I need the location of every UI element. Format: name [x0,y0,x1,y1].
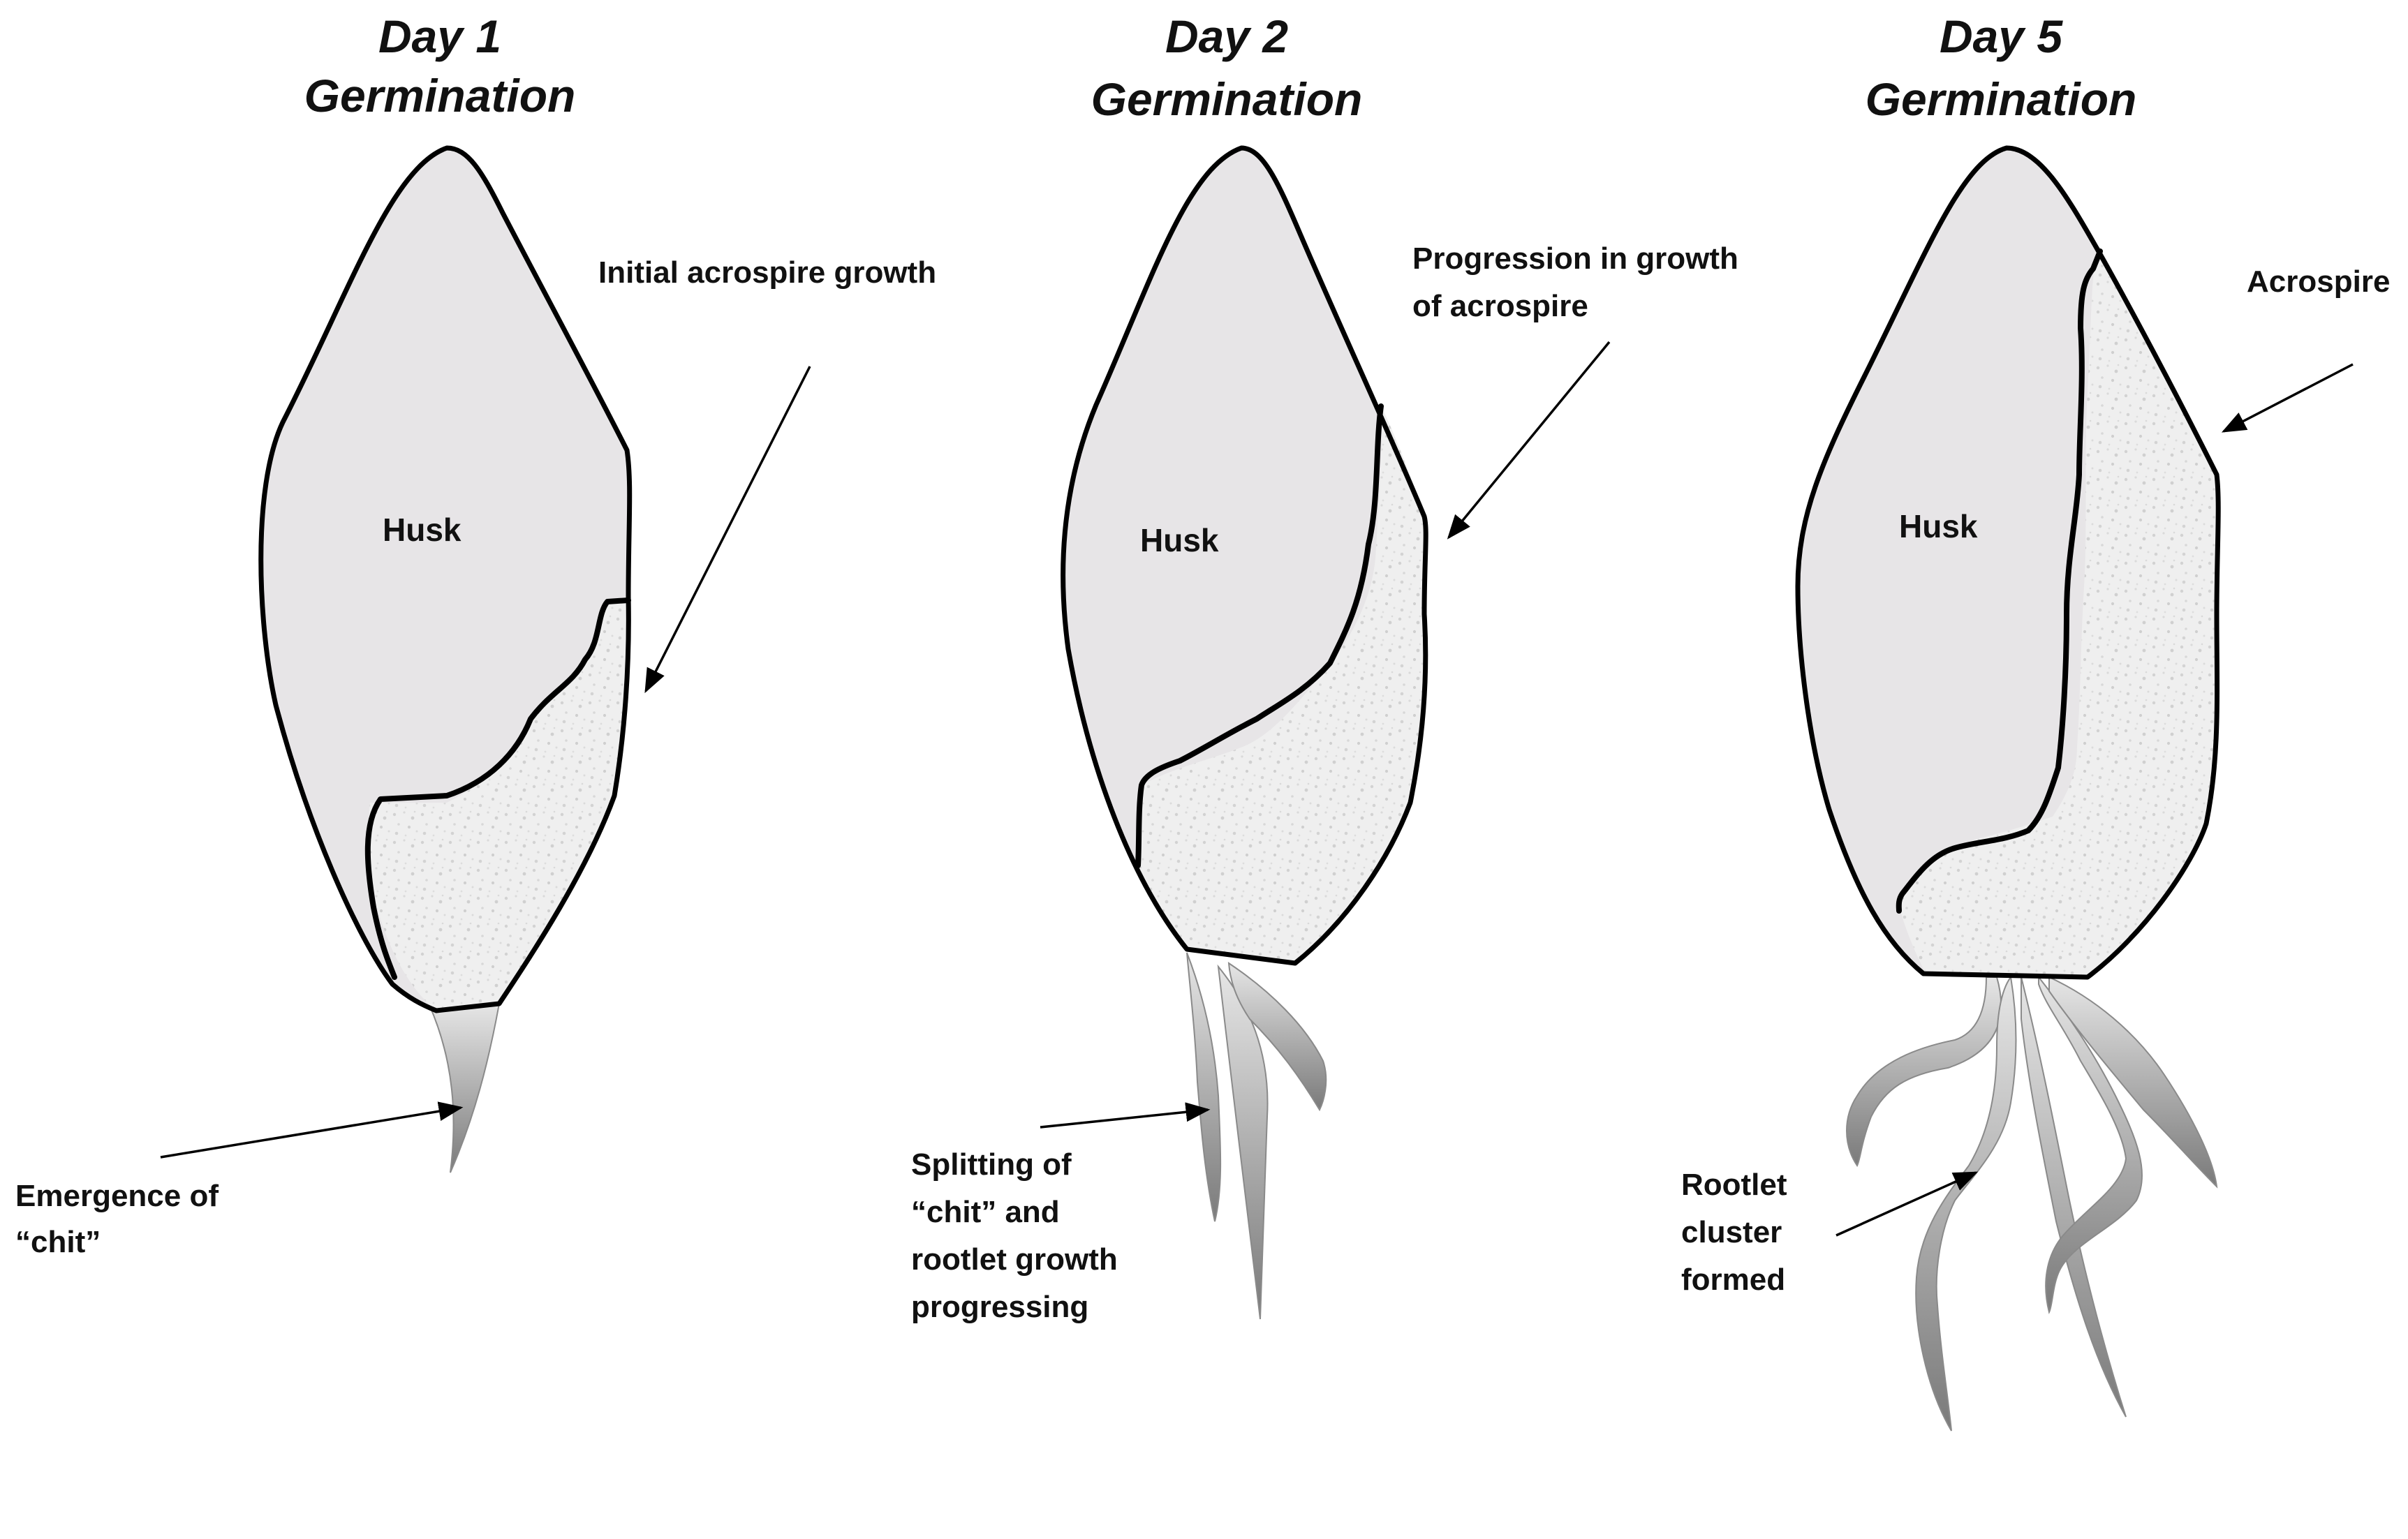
acrospire-region [1138,408,1426,963]
acrospire-label-line-1: Initial acrospire growth [598,255,936,290]
rootlet [1915,975,2017,1432]
acrospire-label-line-1: Progression in growth [1412,241,1738,276]
acrospire-label-line-2: of acrospire [1412,289,1588,323]
stage-day-5: Day 5 Germination Husk Acrospire Rootlet… [1681,10,2390,1432]
root-label-line-1: Rootlet [1681,1168,1787,1202]
root-label-line-3: formed [1681,1263,1785,1297]
seed-outline [1795,145,2221,980]
acrospire-region [1898,244,2219,977]
acrospire-boundary [1896,248,2103,914]
rootlet [2021,976,2127,1418]
chit-rootlet [428,1002,501,1173]
root-label-line-2: “chit” and [911,1195,1060,1229]
rootlet [2048,976,2218,1189]
stage-title-germination: Germination [1091,73,1363,125]
seed-outline [258,145,633,1013]
stage-day-1: Day 1 Germination Husk Initial acrospire… [15,10,936,1259]
husk-label: Husk [1140,522,1219,558]
rootlet-arrow [1835,1171,1979,1237]
rootlet-arrow [1040,1102,1211,1129]
root-label-line-4: progressing [911,1290,1088,1324]
acrospire-arrow [644,366,811,694]
root-label-line-2: cluster [1681,1215,1782,1249]
husk-label: Husk [1899,508,1978,544]
stage-day-2: Day 2 Germination Husk Progression in gr… [911,10,1738,1324]
root-label-line-1: Splitting of [911,1147,1072,1182]
acrospire-boundary [1135,403,1384,868]
stage-title-germination: Germination [304,70,576,121]
husk-label: Husk [383,512,461,548]
acrospire-arrow [2221,363,2354,433]
acrospire-label-line-1: Acrospire [2247,265,2390,299]
stage-title-germination: Germination [1866,73,2137,125]
stage-title-day: Day 2 [1165,10,1288,62]
stage-title-day: Day 5 [1940,10,2063,62]
acrospire-boundary [364,597,631,980]
root-label-line-3: rootlet growth [911,1242,1118,1277]
acrospire-region [369,597,629,1011]
seed-outline [1061,145,1428,966]
root-label-line-2: “chit” [15,1225,101,1259]
rootlet [1227,962,1327,1112]
rootlet [2038,975,2143,1314]
root-label-line-1: Emergence of [15,1179,219,1213]
stage-title-day: Day 1 [378,10,501,62]
rootlet [1217,964,1269,1320]
rootlet [1186,952,1222,1222]
chit-arrow [160,1101,464,1159]
rootlet [1846,976,2002,1167]
acrospire-arrow [1447,341,1611,540]
